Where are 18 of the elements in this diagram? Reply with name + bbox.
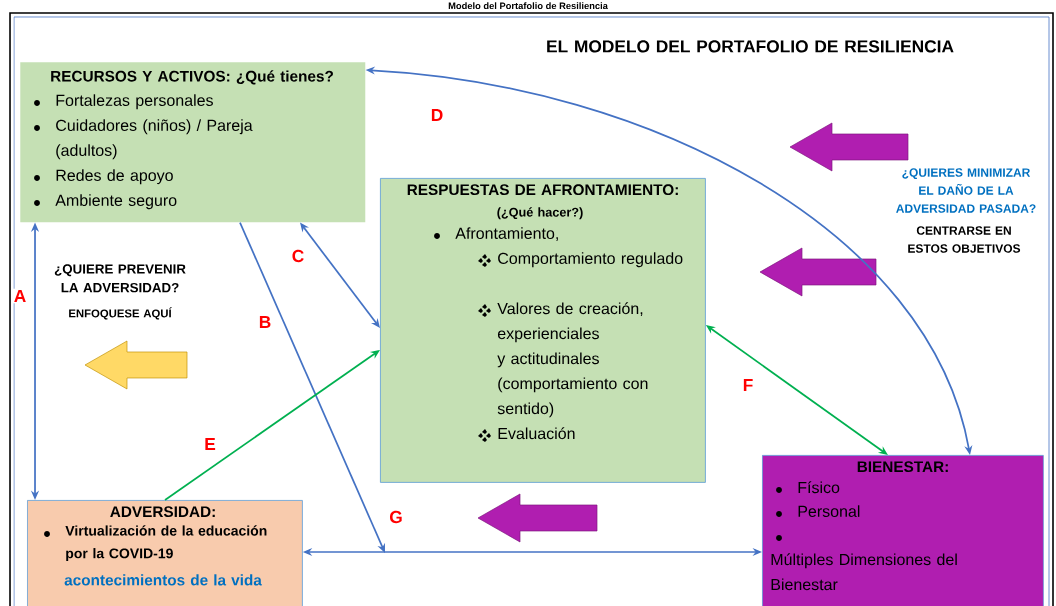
coping-box: RESPUESTAS DE AFRONTAMIENTO: (¿Qué hacer?) Afrontamiento, Comportamiento regulado Valores de creación, experienciales y actitudinales (comportamiento con sentido) Evaluación [380, 178, 706, 483]
prompt-text: ¿QUIERE PREVENIR LA ADVERSIDAD? [54, 264, 186, 293]
resource-box: RECURSOS Y ACTIVOS: ¿Qué tienes? Fortalezas personales Cuidadores (niños) / Pareja (adultos) Redes de apoyo Ambiente seguro [20, 62, 366, 223]
heading: EL MODELO DEL PORTAFOLIO DE RESILIENCIA [547, 40, 954, 53]
title: Modelo del Portafolio de Resiliencia [448, 2, 608, 10]
wellbeing-box: BIENESTAR: Físico Personal Múltiples Dimensiones del Bienestar [762, 455, 1044, 606]
edge-label: F [741, 377, 755, 393]
prompt-text: ¿QUIERES MINIMIZAR EL DAÑO DE LA ADVERSIDAD PASADA? [896, 168, 1036, 213]
prompt-text: CENTRARSE EN ESTOS OBJETIVOS [908, 226, 1021, 253]
edge-label: D [429, 107, 445, 123]
prompt-text: ENFOQUESE AQUÍ [69, 307, 172, 320]
adversity-box: ADVERSIDAD: Virtualización de la educación por la COVID-19 acontecimientos de la vida [27, 500, 303, 606]
arrow [164, 350, 380, 501]
edge-label: B [257, 314, 273, 330]
edge-label: G [387, 509, 405, 525]
edge-label: C [290, 248, 306, 264]
edge-label: E [202, 436, 218, 452]
edge-label: A [12, 288, 28, 304]
